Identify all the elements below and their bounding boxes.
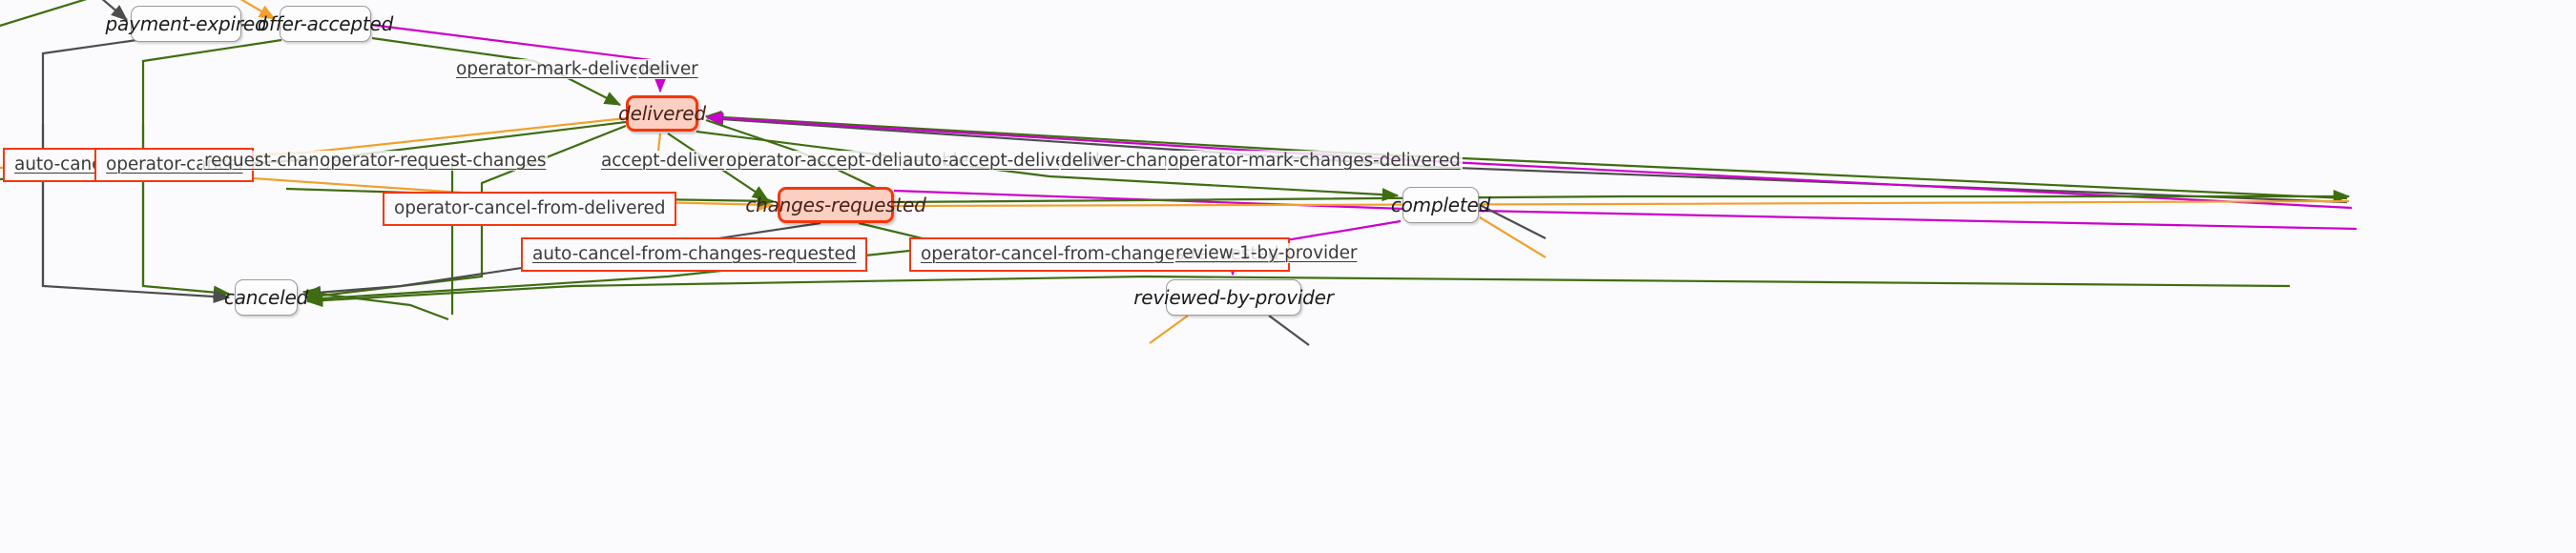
state-node-canceled[interactable]: canceled	[224, 279, 308, 316]
edge-cr-to-completed	[893, 189, 2351, 204]
state-node-label: canceled	[223, 286, 309, 309]
edge-offer-accepted-deliver	[370, 23, 659, 63]
edge-label-operator-mark-delivered[interactable]: operator-mark-delivered	[454, 59, 672, 79]
state-node-label: offer-accepted	[257, 12, 394, 35]
edge-cr-to-completed-orange	[893, 199, 2350, 208]
edge-green-top-left	[0, 0, 88, 28]
state-node-label: completed	[1390, 194, 1491, 216]
state-node-payment-expired[interactable]: payment-expired	[106, 6, 267, 42]
edge-green-lower-to-canceled	[301, 287, 449, 321]
edge-label-operator-cancel-from-delivered[interactable]: operator-cancel-from-delivered	[383, 192, 677, 226]
edge-label-request-changes[interactable]: request-changes	[202, 151, 353, 171]
edge-label-review-1-by-provider[interactable]: review-1-by-provider	[1174, 243, 1360, 263]
edge-reviewed-orange-out	[1149, 315, 1189, 344]
state-node-changes-requested[interactable]: changes-requested	[745, 187, 926, 223]
edge-label-auto-cancel-from-changes-requested[interactable]: auto-cancel-from-changes-requested	[521, 237, 868, 272]
state-node-reviewed-by-provider[interactable]: reviewed-by-provider	[1133, 279, 1334, 316]
edge-reviewed-grey-out	[1268, 315, 1310, 346]
edge-cr-magenta-right	[893, 189, 2358, 231]
state-node-label: payment-expired	[105, 12, 267, 35]
edge-label-accept-deliverable[interactable]: accept-deliverable	[599, 151, 765, 171]
state-node-offer-accepted[interactable]: offer-accepted	[258, 6, 393, 42]
state-node-completed[interactable]: completed	[1391, 187, 1490, 223]
edge-label-deliver-changes[interactable]: deliver-changes	[1059, 151, 1202, 171]
state-node-label: reviewed-by-provider	[1133, 286, 1334, 309]
state-node-delivered[interactable]: delivered	[618, 95, 706, 132]
state-node-label: changes-requested	[745, 194, 926, 216]
edge-completed-orange-out	[1479, 216, 1547, 258]
edge-label-deliver[interactable]: deliver	[636, 59, 700, 79]
edge-label-operator-request-changes[interactable]: operator-request-changes	[318, 151, 549, 171]
edge-accept-deliverable-stub	[656, 133, 662, 152]
edge-label-operator-mark-changes-delivered[interactable]: operator-mark-changes-delivered	[1166, 151, 1463, 171]
state-node-label: delivered	[618, 102, 706, 125]
